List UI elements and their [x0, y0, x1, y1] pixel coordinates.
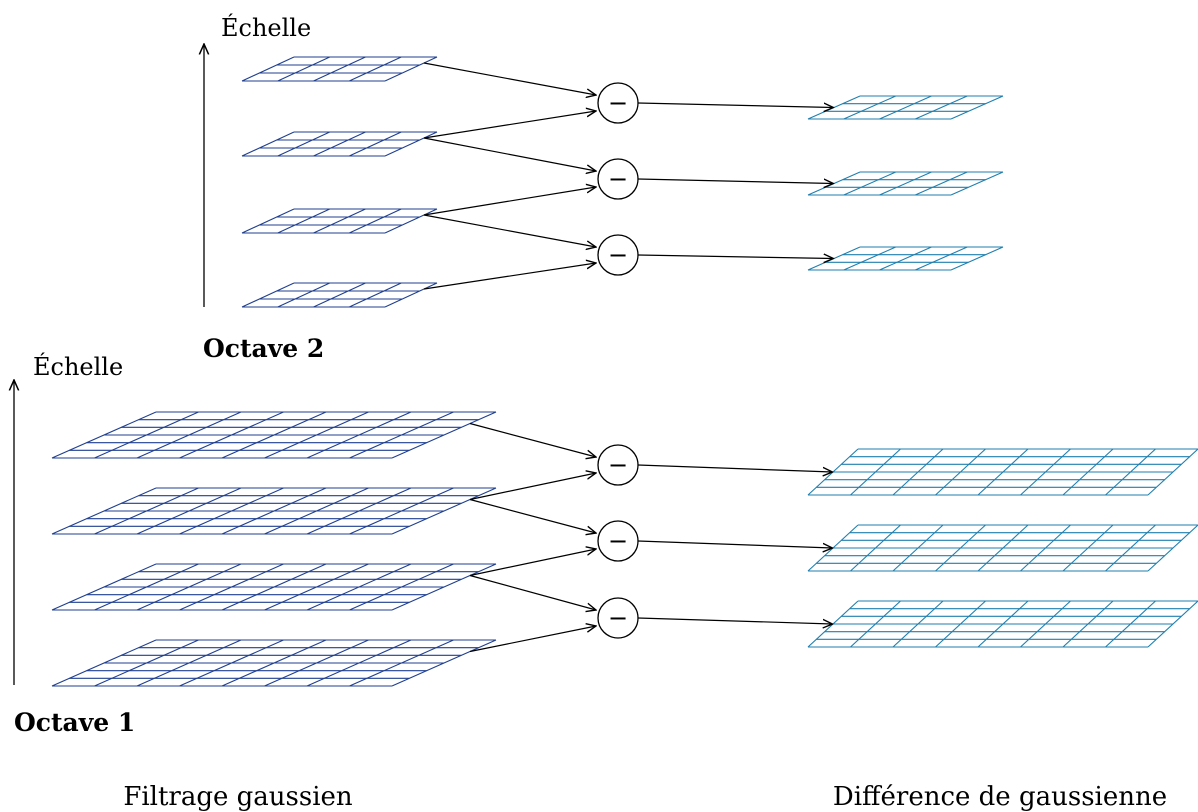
arrow-gauss1-to-op1-octave-2: [423, 62, 596, 95]
arrows-octave-1: [469, 422, 833, 653]
arrow-op1-to-dog1-octave-1: [637, 464, 833, 472]
arrow-gauss2-to-op2-octave-2: [423, 137, 596, 171]
scale-axis-label-octave-2: Échelle: [221, 13, 311, 42]
arrow-gauss2-to-op1-octave-2: [423, 111, 596, 139]
arrows-octave-2: [423, 62, 833, 290]
arrow-op1-to-dog1-octave-2: [637, 103, 833, 108]
arrow-op2-to-dog2-octave-1: [637, 540, 833, 548]
minus-operator-2-octave-1: −: [597, 520, 639, 562]
arrow-gauss3-to-op2-octave-2: [423, 187, 596, 216]
gaussian-layer-2-octave-1: [51, 487, 497, 535]
svg-text:−: −: [608, 241, 628, 269]
gaussian-layer-1-octave-2: [241, 56, 438, 82]
arrow-op3-to-dog3-octave-1: [637, 617, 833, 624]
svg-text:−: −: [608, 451, 628, 479]
gaussian-stack-octave-2: [241, 56, 438, 308]
svg-text:−: −: [608, 89, 628, 117]
arrow-op2-to-dog2-octave-2: [637, 179, 833, 184]
gaussian-stack-octave-1: [51, 411, 497, 687]
arrow-op3-to-dog3-octave-2: [637, 255, 833, 259]
subtraction-nodes-octave-1: − − −: [597, 444, 639, 639]
arrow-gauss3-to-op2-octave-1: [469, 549, 596, 577]
gaussian-layer-1-octave-1: [51, 411, 497, 459]
arrow-gauss2-to-op2-octave-1: [469, 498, 596, 534]
arrow-gauss3-to-op3-octave-1: [469, 574, 596, 611]
gaussian-layer-4-octave-1: [51, 639, 497, 687]
octave-1-label: Octave 1: [14, 708, 135, 737]
dog-layer-1-octave-2: [807, 95, 1004, 120]
svg-text:−: −: [608, 165, 628, 193]
minus-operator-1-octave-1: −: [597, 444, 639, 486]
arrow-gauss4-to-op3-octave-2: [423, 263, 596, 290]
arrow-gauss3-to-op3-octave-2: [423, 214, 596, 247]
arrow-gauss4-to-op3-octave-1: [469, 626, 596, 653]
arrow-gauss1-to-op1-octave-1: [469, 422, 596, 458]
octave-2: Échelle − − − Octave 2: [203, 13, 1004, 363]
dog-layer-3-octave-2: [807, 246, 1004, 271]
arrow-gauss2-to-op1-octave-1: [469, 473, 596, 501]
gaussian-layer-3-octave-1: [51, 563, 497, 611]
dog-layer-2-octave-1: [807, 524, 1198, 572]
dog-stack-octave-1: [807, 448, 1198, 648]
subtraction-nodes-octave-2: − − −: [597, 82, 639, 276]
minus-operator-3-octave-2: −: [597, 234, 639, 276]
octave-1: Échelle − − − Octave 1: [14, 352, 1198, 737]
gaussian-layer-4-octave-2: [241, 282, 438, 308]
scale-axis-label-octave-1: Échelle: [33, 352, 123, 381]
caption-gaussian-filtering: Filtrage gaussien: [123, 782, 353, 812]
gaussian-layer-2-octave-2: [241, 131, 438, 157]
octave-2-label: Octave 2: [203, 334, 324, 363]
minus-operator-1-octave-2: −: [597, 82, 639, 124]
dog-layer-1-octave-1: [807, 448, 1198, 496]
gaussian-layer-3-octave-2: [241, 208, 438, 234]
svg-text:−: −: [608, 527, 628, 555]
caption-difference-of-gaussian: Différence de gaussienne: [833, 782, 1167, 812]
minus-operator-3-octave-1: −: [597, 597, 639, 639]
svg-text:−: −: [608, 604, 628, 632]
dog-layer-2-octave-2: [807, 171, 1004, 196]
dog-layer-3-octave-1: [807, 600, 1198, 648]
minus-operator-2-octave-2: −: [597, 158, 639, 200]
dog-stack-octave-2: [807, 95, 1004, 271]
